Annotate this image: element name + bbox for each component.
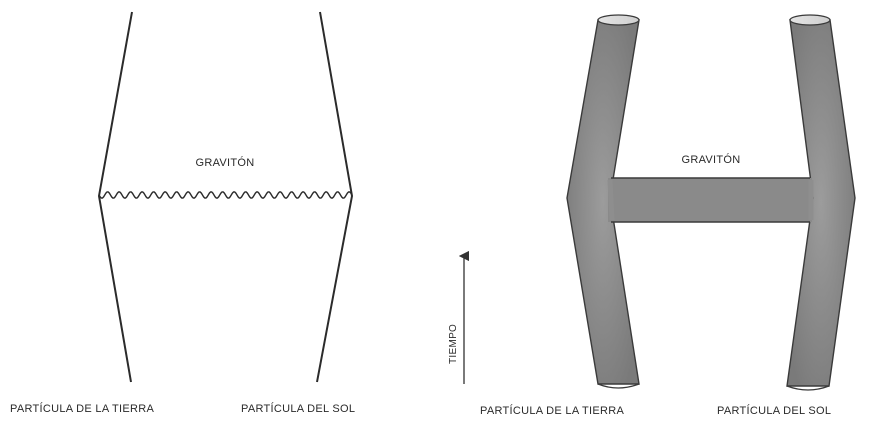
- time-axis-label: TIEMPO: [448, 324, 459, 364]
- sun-tube-cap: [789, 14, 831, 26]
- left-diagram: GRAVITÓN PARTÍCULA DE LA TIERRA PARTÍCUL…: [10, 11, 355, 415]
- earth-tube-cap: [597, 14, 640, 26]
- sun-particle-worldline: [316, 11, 354, 383]
- left-graviton-label: GRAVITÓN: [195, 156, 254, 169]
- graviton-wavy-line: [98, 191, 353, 199]
- left-sun-particle-label: PARTÍCULA DEL SOL: [241, 402, 355, 415]
- right-earth-particle-label: PARTÍCULA DE LA TIERRA: [480, 404, 625, 417]
- time-axis: TIEMPO: [448, 250, 470, 384]
- right-diagram: GRAVITÓN PARTÍCULA DE LA TIERRA PARTÍCUL…: [480, 14, 856, 417]
- left-earth-particle-label: PARTÍCULA DE LA TIERRA: [10, 402, 155, 415]
- right-graviton-label: GRAVITÓN: [681, 153, 740, 166]
- graviton-tube: [608, 178, 812, 222]
- right-sun-particle-label: PARTÍCULA DEL SOL: [717, 404, 831, 417]
